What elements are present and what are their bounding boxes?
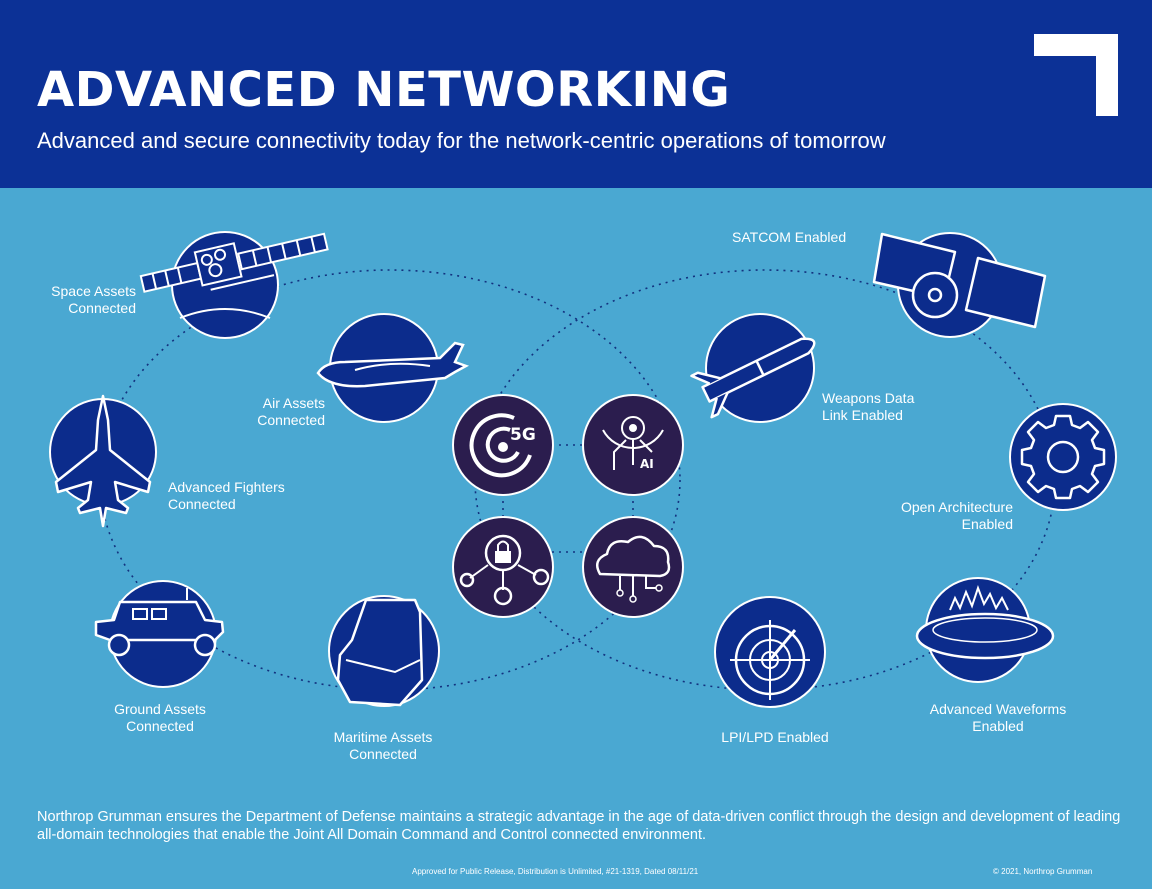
network-diagram: 5G AI [49, 231, 1117, 708]
waveform-icon [915, 577, 1055, 683]
label-open-architecture: Open Architecture Enabled [863, 499, 1013, 533]
label-weapons-data-link: Weapons Data Link Enabled [822, 390, 914, 424]
fighter-jet-icon [49, 394, 157, 528]
missile-icon [690, 313, 816, 423]
footer-description: Northrop Grumman ensures the Department … [37, 809, 1121, 843]
label-line: Link Enabled [822, 407, 903, 423]
page-title: ADVANCED NETWORKING [37, 62, 731, 118]
label-line: LPI/LPD Enabled [721, 729, 829, 745]
label-line: Connected [257, 412, 325, 428]
cloud-icon [582, 516, 684, 618]
label-line: Air Assets [262, 395, 325, 411]
header-banner: ADVANCED NETWORKING Advanced and secure … [0, 0, 1152, 188]
comms-satellite-icon [872, 232, 1047, 338]
label-line: Connected [68, 300, 136, 316]
label-lpi-lpd: LPI/LPD Enabled [710, 729, 840, 746]
copyright-notice: © 2021, Northrop Grumman [993, 867, 1093, 876]
label-line: Advanced Fighters [168, 479, 285, 495]
corner-logo-icon [1034, 34, 1118, 116]
release-notice: Approved for Public Release, Distributio… [412, 867, 699, 876]
label-line: Weapons Data [822, 390, 915, 406]
label-line: Connected [126, 718, 194, 734]
label-line: Connected [168, 496, 236, 512]
label-line: Open Architecture [900, 499, 1013, 515]
label-line: Space Assets [51, 283, 136, 299]
label-line: Enabled [972, 718, 1024, 734]
label-space-assets: Space Assets Connected [36, 283, 136, 317]
label-satcom: SATCOM Enabled [732, 229, 846, 246]
5g-label: 5G [510, 425, 536, 445]
secure-network-icon [452, 516, 554, 618]
label-line: Enabled [961, 516, 1013, 532]
label-advanced-fighters: Advanced Fighters Connected [168, 479, 285, 513]
5g-icon: 5G [452, 394, 554, 496]
radar-icon [714, 596, 826, 708]
label-maritime-assets: Maritime Assets Connected [318, 729, 448, 763]
label-ground-assets: Ground Assets Connected [100, 701, 220, 735]
label-line: Connected [349, 746, 417, 762]
page-subtitle: Advanced and secure connectivity today f… [37, 128, 886, 153]
ai-label: AI [640, 457, 654, 471]
humvee-icon [94, 580, 225, 688]
gear-icon [1009, 403, 1117, 511]
ai-icon: AI [582, 394, 684, 496]
label-line: SATCOM Enabled [732, 229, 847, 245]
ship-icon [328, 595, 440, 707]
label-air-assets: Air Assets Connected [225, 395, 325, 429]
label-line: Ground Assets [114, 701, 206, 717]
aircraft-icon [316, 313, 470, 423]
satellite-icon [139, 231, 329, 339]
label-line: Maritime Assets [333, 729, 433, 745]
label-advanced-waveforms: Advanced Waveforms Enabled [908, 701, 1088, 735]
label-line: Advanced Waveforms [929, 701, 1067, 717]
